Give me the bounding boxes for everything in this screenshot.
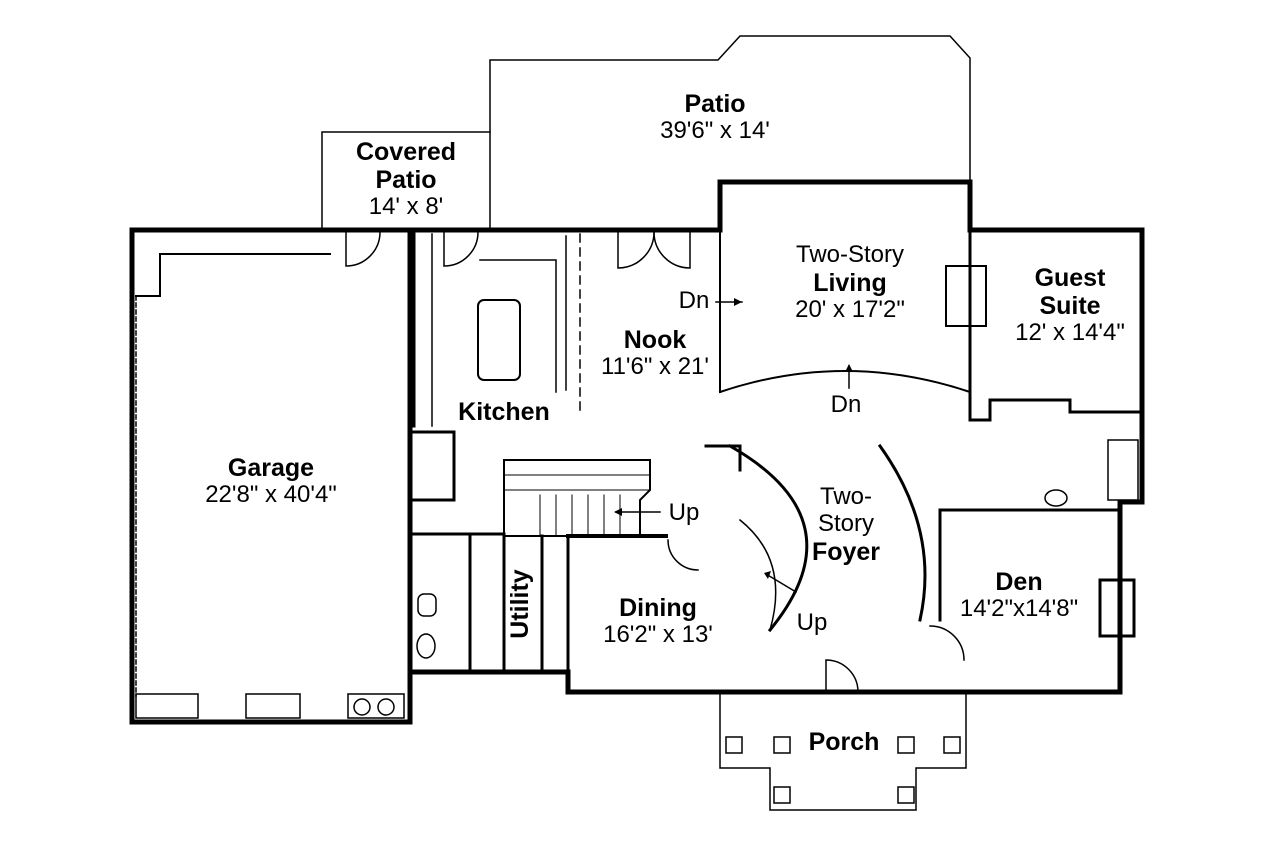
living-label: Two-Story Living 20' x 17'2" xyxy=(770,241,930,324)
guest-suite-dims: 12' x 14'4" xyxy=(1015,319,1125,346)
guest-tub xyxy=(1107,439,1139,501)
kitchen-door-arc xyxy=(443,231,479,267)
kitchen-name: Kitchen xyxy=(458,398,550,426)
garage-bay-1 xyxy=(135,693,199,719)
garage-water-heater xyxy=(347,693,405,719)
up-curved-arrowhead xyxy=(764,571,771,579)
covered-patio-name-1: Covered xyxy=(355,138,457,166)
garage-label: Garage 22'8" x 40'4" xyxy=(186,454,356,509)
stair-treads xyxy=(503,474,651,536)
up-main-arrowhead xyxy=(614,508,622,516)
patio-outline xyxy=(489,35,971,231)
toilet xyxy=(417,593,437,617)
nook-label: Nook 11'6" x 21' xyxy=(588,326,722,381)
dn-nook-arrowhead xyxy=(734,298,742,306)
foyer-name-3: Foyer xyxy=(811,537,881,566)
nook-door-right-arc xyxy=(653,231,691,269)
garage-name: Garage xyxy=(227,454,315,482)
guest-suite-name-2: Suite xyxy=(1039,292,1101,320)
garage-interior-wall xyxy=(135,253,331,297)
porch-label: Porch xyxy=(794,728,894,756)
stair-outline xyxy=(503,459,651,537)
curved-stair-inner xyxy=(738,518,777,631)
dn-living-arrowhead xyxy=(845,364,853,372)
dn-living-label: Dn xyxy=(830,391,862,418)
guest-suite-label: Guest Suite 12' x 14'4" xyxy=(1000,264,1140,347)
garage-bay-2 xyxy=(245,693,301,719)
porch-name: Porch xyxy=(808,728,880,756)
curved-stair-arc-right xyxy=(877,443,927,622)
den-name: Den xyxy=(995,568,1043,596)
dining-dims: 16'2" x 13' xyxy=(603,621,713,648)
patio-name: Patio xyxy=(684,90,746,118)
living-name-2: Living xyxy=(813,268,887,297)
utility-walls xyxy=(408,430,570,674)
guest-suite-name-1: Guest xyxy=(1034,264,1106,292)
up-main-label: Up xyxy=(668,499,700,526)
curved-stair-outer xyxy=(727,443,809,633)
patio-dims: 39'6" x 14' xyxy=(660,117,770,144)
dining-name: Dining xyxy=(619,594,697,622)
guest-suite-walls xyxy=(968,228,1144,422)
foyer-label: Two- Story Foyer xyxy=(796,483,896,566)
porch-columns xyxy=(725,736,961,804)
covered-patio-dims: 14' x 8' xyxy=(368,193,444,220)
den-fireplace xyxy=(1098,578,1136,638)
covered-patio-label: Covered Patio 14' x 8' xyxy=(336,138,476,221)
foyer-left-wall xyxy=(704,444,742,472)
guest-sink xyxy=(1044,489,1068,507)
den-dims: 14'2"x14'8" xyxy=(959,595,1079,622)
up-curved-label: Up xyxy=(796,609,828,636)
nook-door-left-arc xyxy=(617,231,655,269)
kitchen-island xyxy=(477,299,521,381)
kitchen-counter xyxy=(479,259,557,393)
patio-door-arc xyxy=(345,231,381,267)
water-heater-right xyxy=(377,698,395,716)
dining-label: Dining 16'2" x 13' xyxy=(590,594,726,649)
dn-nook-label: Dn xyxy=(678,287,710,314)
foyer-name-2: Story xyxy=(817,509,874,537)
house-exterior-wall xyxy=(407,179,1145,695)
nook-name: Nook xyxy=(623,326,687,354)
den-door-arc xyxy=(929,625,965,661)
covered-patio-name-2: Patio xyxy=(375,166,437,194)
covered-patio-outline xyxy=(321,131,491,231)
patio-label: Patio 39'6" x 14' xyxy=(640,90,790,145)
lav-sink xyxy=(416,633,436,659)
living-name-1: Two-Story xyxy=(795,241,905,268)
foyer-name-1: Two- xyxy=(819,483,872,510)
water-heater-left xyxy=(353,698,371,716)
garage-dims: 22'8" x 40'4" xyxy=(205,481,337,508)
dining-door-arc xyxy=(667,539,699,571)
kitchen-label: Kitchen xyxy=(444,398,564,426)
porch-outline xyxy=(719,691,967,811)
living-dims: 20' x 17'2" xyxy=(795,295,905,323)
up-curved-arrow xyxy=(764,572,798,594)
living-curve xyxy=(718,370,972,394)
entry-door-arc xyxy=(825,659,859,693)
nook-dims: 11'6" x 21' xyxy=(601,353,709,380)
utility-name: Utility xyxy=(506,569,534,639)
guest-fireplace xyxy=(945,265,987,327)
utility-label: Utility xyxy=(506,564,534,644)
den-label: Den 14'2"x14'8" xyxy=(944,568,1094,623)
garage-walls xyxy=(129,227,413,725)
